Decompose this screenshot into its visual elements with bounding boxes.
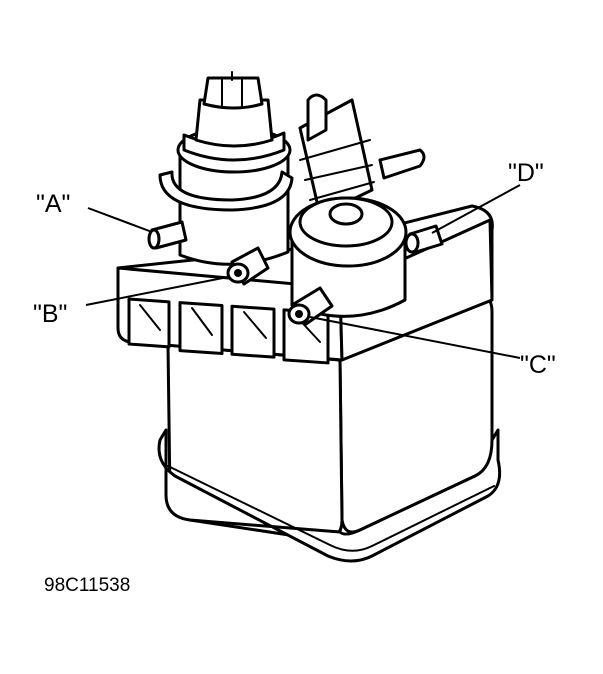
- callout-b: "B": [33, 300, 67, 328]
- leader-c: [309, 316, 521, 359]
- callout-c: "C": [520, 351, 556, 379]
- leader-b: [85, 276, 229, 306]
- leader-d: [431, 184, 521, 234]
- nipple-b: [226, 246, 270, 286]
- connector: [298, 93, 426, 217]
- nipple-c: [287, 286, 334, 326]
- leader-a: [87, 207, 153, 233]
- canister-body: [157, 296, 502, 563]
- callout-a: "A": [36, 190, 70, 218]
- callout-d: "D": [508, 159, 544, 187]
- nipple-a: [147, 220, 188, 250]
- figure-code: 98C11538: [44, 575, 130, 596]
